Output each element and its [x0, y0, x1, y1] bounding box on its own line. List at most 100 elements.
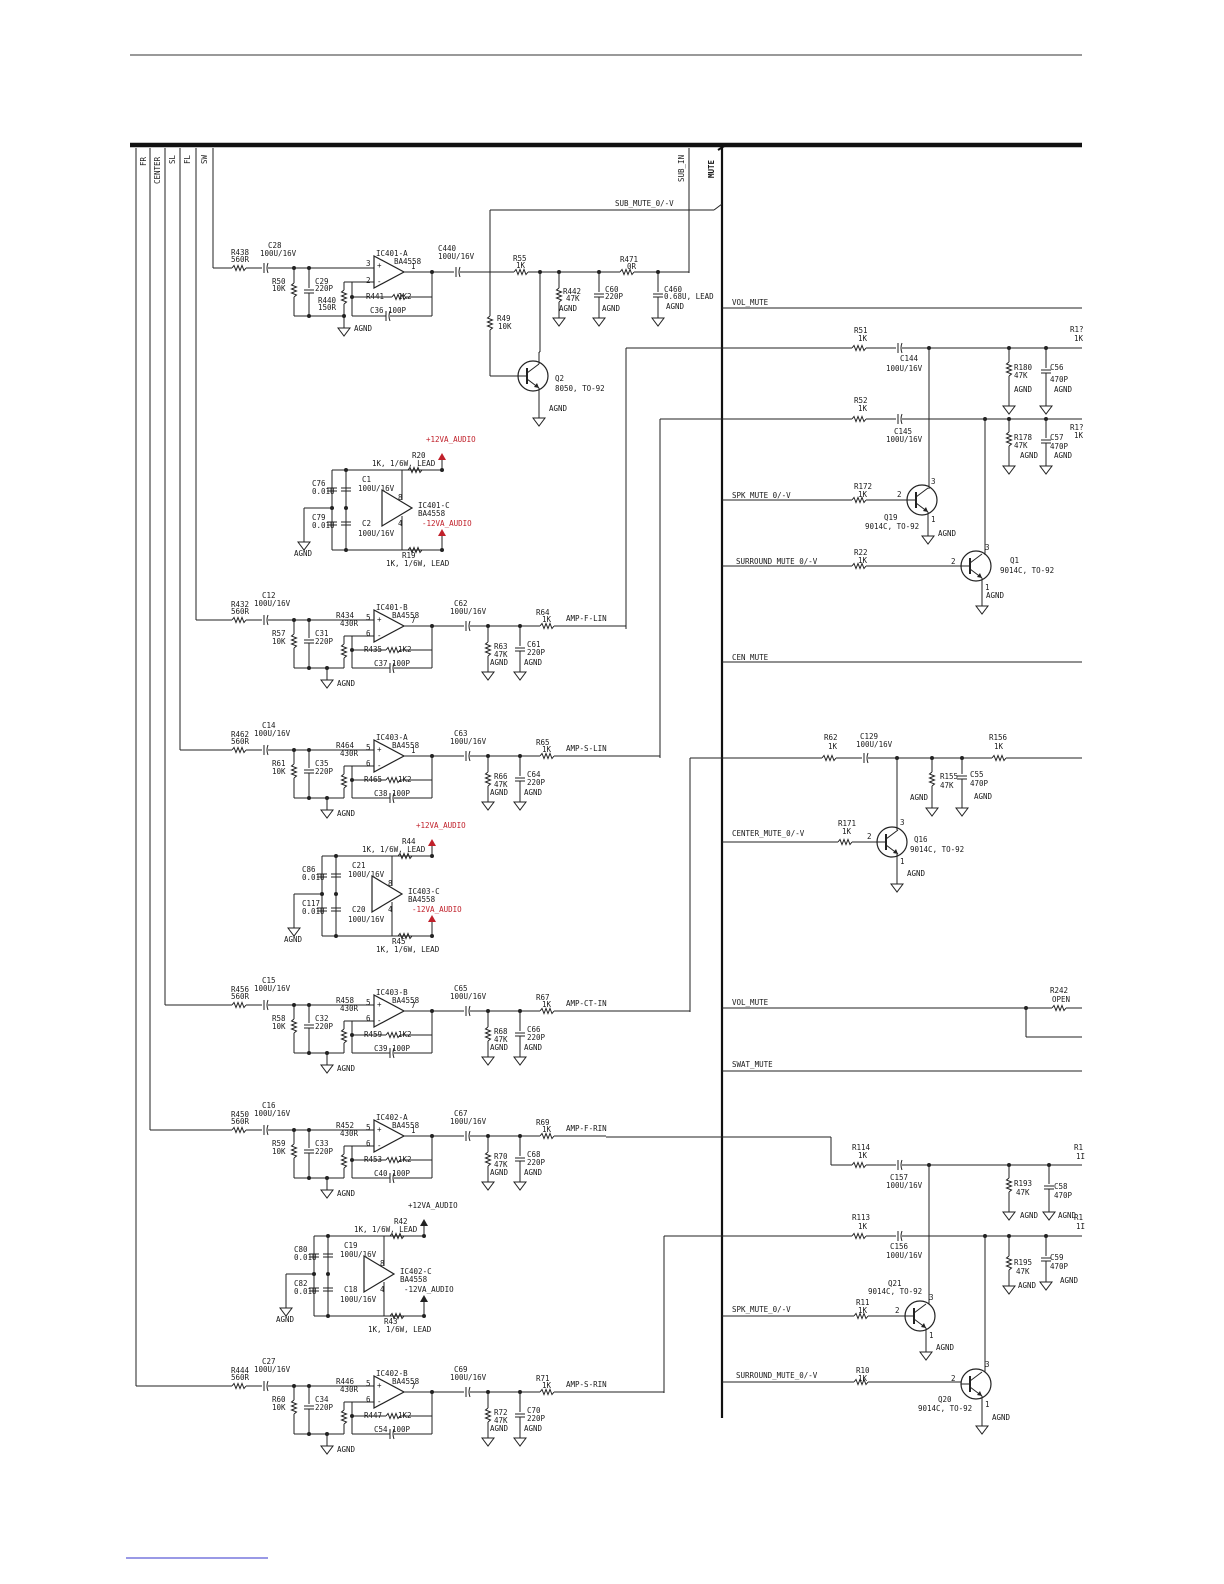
part-label: 8: [398, 493, 403, 502]
part-label: 0.01U: [294, 1253, 317, 1262]
part-label: R64: [536, 608, 550, 617]
svg-text:R50: R50: [272, 277, 286, 286]
part-label: 100P: [392, 659, 411, 668]
svg-text:1K: 1K: [858, 404, 868, 413]
part-label: C20: [352, 905, 366, 914]
part-label: R67: [536, 993, 550, 1002]
svg-text:3: 3: [929, 1293, 934, 1302]
mute-circuitry: VOL_MUTE R51 1K C144 100U/16V R180 47K A…: [606, 298, 1085, 1435]
svg-text:470P: 470P: [1054, 1191, 1073, 1200]
part-label: 1K: [542, 615, 552, 624]
svg-text:R62: R62: [824, 733, 838, 742]
part-label: C34: [315, 1395, 329, 1404]
part-label: AGND: [490, 658, 509, 667]
svg-text:R10: R10: [856, 1366, 870, 1375]
svg-text:AGND: AGND: [938, 529, 957, 538]
svg-text:1K: 1K: [994, 742, 1004, 751]
part-label: C15: [262, 976, 276, 985]
part-label: AGND: [337, 1189, 356, 1198]
part-label: 1K2: [398, 1155, 412, 1164]
part-label: 6: [366, 1395, 371, 1404]
svg-text:AGND: AGND: [986, 591, 1005, 600]
part-label: 5: [366, 1379, 371, 1388]
svg-text:3: 3: [985, 1360, 990, 1369]
part-label: 220P: [527, 1033, 546, 1042]
part-label: AGND: [337, 809, 356, 818]
part-label: 6: [366, 1014, 371, 1023]
part-label: C61: [527, 640, 541, 649]
part-label: 1K, 1/6W, LEAD: [362, 845, 426, 854]
part-label: 1K, 1/6W, LEAD: [368, 1325, 432, 1334]
part-label: 4: [398, 519, 403, 528]
svg-text:47K: 47K: [1014, 371, 1028, 380]
svg-text:CENTER_MUTE_0/-V: CENTER_MUTE_0/-V: [732, 829, 805, 838]
svg-text:1K: 1K: [858, 1222, 868, 1231]
svg-text:R156: R156: [989, 733, 1008, 742]
part-label: R66: [494, 772, 508, 781]
part-label: R435: [364, 645, 382, 654]
part-label: AGND: [294, 549, 313, 558]
channel-block-3: R456560RC15100U/16VAGNDR5810KC32220PR458…: [165, 976, 690, 1074]
part-label: 1K, 1/6W, LEAD: [376, 945, 440, 954]
svg-text:9014C, TO-92: 9014C, TO-92: [918, 1404, 972, 1413]
part-label: 430R: [340, 1004, 359, 1013]
part-label: 1K2: [398, 645, 412, 654]
part-label: AGND: [524, 1043, 543, 1052]
svg-text:VOL_MUTE: VOL_MUTE: [732, 998, 769, 1007]
svg-text:470P: 470P: [1050, 1262, 1069, 1271]
part-label: R59: [272, 1139, 286, 1148]
channel-block-4: R450560RC16100U/16VAGNDR5910KC33220PR452…: [150, 1101, 607, 1199]
part-label: IC401-C: [418, 501, 450, 510]
part-label: 100U/16V: [358, 484, 395, 493]
part-label: R19: [402, 551, 416, 560]
svg-text:SPK_MUTE_0/-V: SPK_MUTE_0/-V: [732, 491, 791, 500]
part-label: C39: [374, 1044, 388, 1053]
part-label: 4: [388, 905, 393, 914]
svg-text:Q19: Q19: [884, 513, 898, 522]
svg-text:C440: C440: [438, 244, 457, 253]
part-label: C69: [454, 1365, 468, 1374]
part-label: 4: [380, 1285, 385, 1294]
svg-text:AGND: AGND: [602, 304, 621, 313]
part-label: 1K, 1/6W, LEAD: [386, 559, 450, 568]
svg-text:C156: C156: [890, 1242, 909, 1251]
part-label: 6: [366, 759, 371, 768]
part-label: C37: [374, 659, 388, 668]
svg-text:8050, TO-92: 8050, TO-92: [555, 384, 605, 393]
part-label: AMP-F-LIN: [566, 614, 607, 623]
part-label: C1: [362, 475, 371, 484]
signal-bus: [135, 144, 727, 1418]
part-label: R453: [364, 1155, 382, 1164]
svg-text:1K: 1K: [858, 1306, 868, 1315]
part-label: C64: [527, 770, 541, 779]
svg-text:100U/16V: 100U/16V: [886, 364, 923, 373]
svg-text:R52: R52: [854, 396, 868, 405]
svg-text:150R: 150R: [318, 303, 337, 312]
svg-text:0.68U, LEAD: 0.68U, LEAD: [664, 292, 714, 301]
svg-text:R1?: R1?: [1070, 325, 1084, 334]
part-label: R447: [364, 1411, 382, 1420]
part-label: C79: [312, 513, 326, 522]
svg-text:1I: 1I: [1076, 1152, 1085, 1161]
part-label: IC402-A: [376, 1113, 408, 1122]
part-label: C38: [374, 789, 388, 798]
svg-text:100U/16V: 100U/16V: [886, 1181, 923, 1190]
svg-text:3: 3: [900, 818, 905, 827]
svg-text:9014C, TO-92: 9014C, TO-92: [910, 845, 964, 854]
svg-text:AGND: AGND: [549, 404, 568, 413]
part-label: R45: [392, 937, 406, 946]
part-label: 220P: [527, 1158, 546, 1167]
bus-label-fr: FR: [139, 156, 148, 166]
part-label: 100U/16V: [450, 1373, 487, 1382]
part-label: C31: [315, 629, 329, 638]
part-label: C19: [344, 1241, 358, 1250]
svg-text:SWAT_MUTE: SWAT_MUTE: [732, 1060, 773, 1069]
svg-text:C36: C36: [370, 306, 384, 315]
svg-text:BA4558: BA4558: [394, 257, 422, 266]
svg-text:47K: 47K: [940, 781, 954, 790]
part-label: -: [377, 1397, 382, 1406]
part-label: AGND: [276, 1315, 295, 1324]
part-label: BA4558: [392, 741, 420, 750]
part-label: AMP-F-RIN: [566, 1124, 607, 1133]
svg-text:R113: R113: [852, 1213, 870, 1222]
